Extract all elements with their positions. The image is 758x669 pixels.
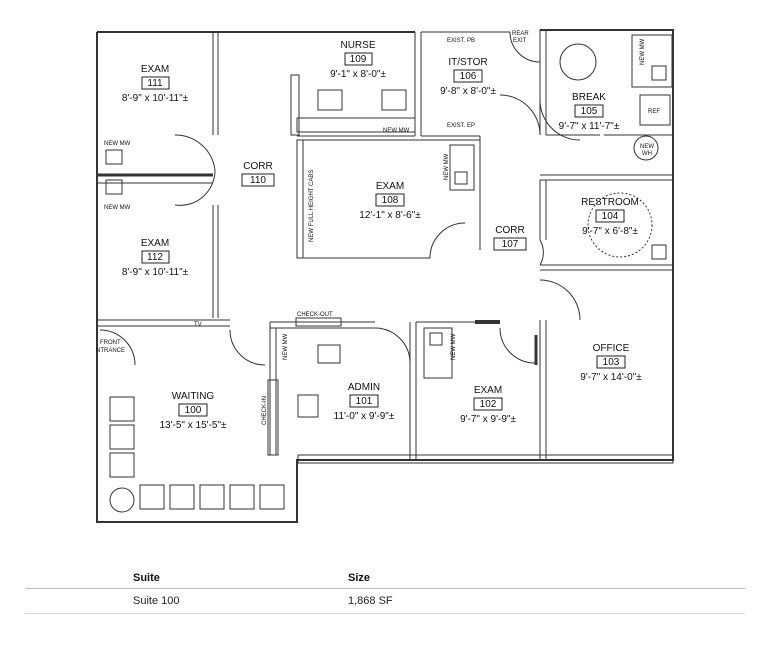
note-new-mw: NEW MW	[383, 128, 410, 134]
room-name: RESTROOM	[581, 197, 639, 208]
note-new-wh: WH	[642, 151, 652, 157]
note-new-wh: NEW	[640, 144, 654, 150]
room-dims: 9'-7" x 14'-0"±	[580, 372, 642, 383]
note-rear-exit: REAR	[512, 31, 529, 37]
room-dims: 8'-9" x 10'-11"±	[122, 267, 189, 278]
room-dims: 9'-8" x 8'-0"±	[440, 86, 496, 97]
cell-size: 1,868 SF	[348, 595, 393, 607]
room-name: EXAM	[141, 238, 169, 249]
room-name: ADMIN	[348, 382, 380, 393]
room-number: 109	[350, 54, 367, 65]
room-number: 104	[602, 211, 619, 222]
plan-notes: NEW MW NEW MW NEW MW EXIST. PB EXIST. EP…	[96, 31, 660, 425]
note-new-mw: NEW MW	[104, 205, 131, 211]
column-header-size: Size	[348, 572, 371, 584]
note-new-mw: NEW MW	[451, 333, 457, 360]
room-dims: 13'-5" x 15'-5"±	[160, 420, 228, 431]
table-header-row: Suite Size	[25, 568, 745, 589]
room-number: 102	[480, 399, 497, 410]
room-name: CORR	[243, 161, 272, 172]
room-dims: 9'-7" x 6'-8"±	[582, 226, 638, 237]
room-number: 108	[382, 195, 399, 206]
room-name: OFFICE	[593, 343, 630, 354]
room-name: EXAM	[376, 181, 404, 192]
room-number: 100	[185, 405, 202, 416]
note-front-entrance: FRONT	[100, 340, 121, 346]
room-number: 105	[581, 106, 598, 117]
cell-suite: Suite 100	[133, 595, 180, 607]
note-exist-ep: EXIST. EP	[447, 123, 475, 129]
room-name: EXAM	[474, 385, 502, 396]
column-header-suite: Suite	[133, 572, 160, 584]
room-dims: 12'-1" x 8'-6"±	[359, 210, 421, 221]
room-name: IT/STOR	[448, 57, 487, 68]
note-check-out: CHECK-OUT	[297, 312, 333, 318]
room-dims: 9'-1" x 8'-0"±	[330, 69, 386, 80]
note-full-height-cabs: NEW FULL HEIGHT CABS	[309, 170, 315, 242]
note-tv: TV	[194, 322, 202, 328]
room-number: 107	[502, 239, 519, 250]
note-rear-exit: EXIT	[513, 38, 527, 44]
room-number: 101	[356, 396, 373, 407]
note-new-mw: NEW MW	[444, 153, 450, 180]
room-number: 112	[147, 252, 163, 263]
table-row: Suite 100 1,868 SF	[25, 589, 745, 614]
room-number: 103	[603, 357, 620, 368]
room-name: WAITING	[172, 391, 215, 402]
suite-table: Suite Size Suite 100 1,868 SF	[25, 568, 745, 614]
note-new-mw: NEW MW	[104, 141, 131, 147]
room-name: BREAK	[572, 92, 606, 103]
room-dims: 11'-0" x 9'-9"±	[334, 411, 395, 422]
room-name: NURSE	[340, 40, 375, 51]
note-front-entrance: NTRANCE	[96, 348, 125, 354]
floor-plan: EXAM 111 8'-9" x 10'-11"± NURSE 109 9'-1…	[96, 29, 674, 523]
room-dims: 8'-9" x 10'-11"±	[122, 93, 189, 104]
note-new-mw: NEW MW	[283, 333, 289, 360]
room-dims: 9'-7" x 11'-7"±	[559, 121, 620, 132]
room-name: CORR	[495, 225, 524, 236]
note-ref: REF	[648, 109, 660, 115]
note-new-mw: NEW MW	[640, 38, 646, 65]
room-number: 106	[460, 71, 477, 82]
note-exist-pb: EXIST. PB	[447, 38, 475, 44]
room-dims: 9'-7" x 9'-9"±	[460, 414, 516, 425]
note-check-in: CHECK-IN	[262, 396, 268, 425]
room-name: EXAM	[141, 64, 169, 75]
room-number: 110	[250, 175, 266, 186]
room-labels: EXAM 111 8'-9" x 10'-11"± NURSE 109 9'-1…	[122, 40, 642, 431]
room-number: 111	[147, 78, 163, 89]
